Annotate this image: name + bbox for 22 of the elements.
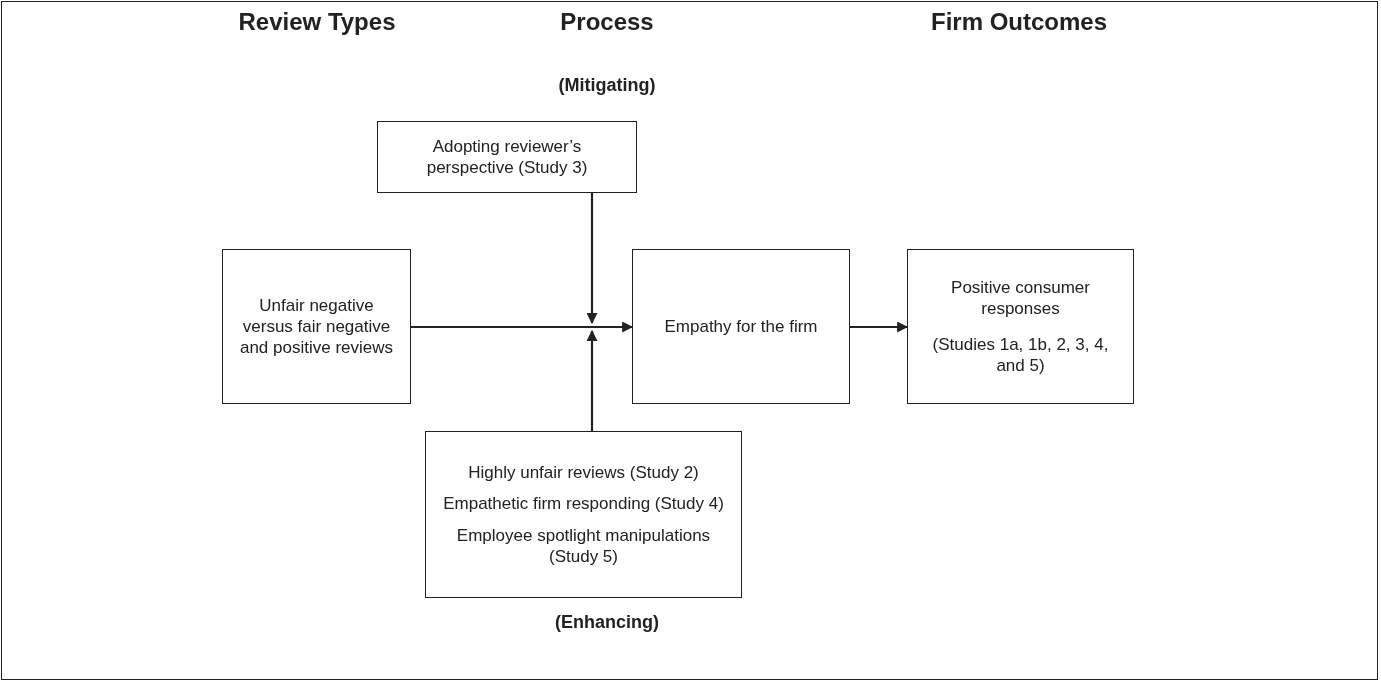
box-text: Highly unfair reviews (Study 2) [468, 462, 699, 484]
moderator-label: (Mitigating) [558, 75, 656, 96]
moderator-label: (Enhancing) [555, 612, 659, 633]
process-box [425, 431, 742, 598]
box-text: Unfair negative versus fair negative and positive reviews [238, 294, 395, 359]
box-text: Employee spotlight manipulations (Study 5) [455, 524, 712, 567]
box-text: Empathetic firm responding (Study 4) [443, 493, 724, 515]
arrow [586, 193, 598, 325]
box-text: Positive consumer responses [950, 277, 1091, 320]
box-text: Adopting reviewer’s perspective (Study 3) [425, 135, 589, 179]
column-heading: Firm Outcomes [931, 8, 1107, 36]
column-heading: Process [560, 8, 654, 36]
box-text: (Studies 1a, 1b, 2, 3, 4, and 5) [931, 333, 1110, 376]
process-box [907, 249, 1134, 404]
process-box [222, 249, 411, 404]
process-box [632, 249, 850, 404]
box-text: Empathy for the firm [664, 315, 818, 338]
column-heading: Review Types [238, 8, 396, 36]
arrow [850, 321, 909, 333]
process-box [377, 121, 637, 193]
arrow [411, 321, 634, 333]
arrow [586, 329, 598, 431]
